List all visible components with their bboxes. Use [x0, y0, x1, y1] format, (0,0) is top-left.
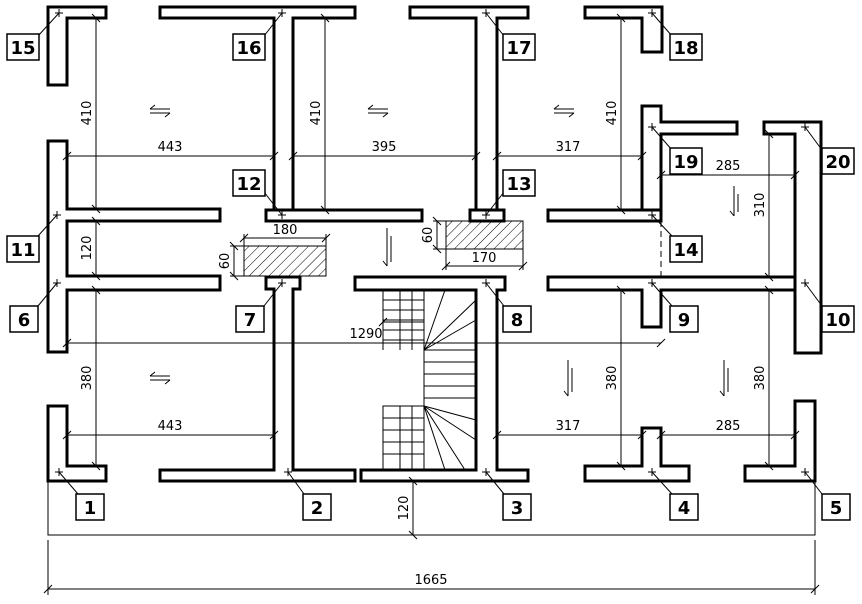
dimension-value: 1290 [349, 327, 382, 342]
dimension-value: 310 [753, 193, 768, 218]
span-direction-arrow-icon [719, 360, 729, 397]
span-direction-arrow-icon [553, 104, 575, 118]
axis-label: 4 [669, 493, 699, 521]
wall-segment [583, 5, 664, 54]
dimension-value: 410 [309, 101, 324, 126]
axis-label: 14 [669, 235, 703, 263]
axis-label: 9 [669, 305, 699, 333]
svg-text:3: 3 [511, 498, 524, 519]
axis-label: 10 [821, 305, 855, 333]
dimension-value: 60 [218, 253, 233, 270]
dimension-values: 443 395 317 285 410 410 410 120 180 60 6… [80, 101, 768, 588]
svg-text:16: 16 [236, 38, 261, 59]
svg-text:13: 13 [506, 174, 531, 195]
wall-segment [743, 399, 817, 483]
svg-text:15: 15 [10, 38, 35, 59]
wall-segment [546, 208, 663, 223]
wall-segment [353, 275, 530, 483]
axis-label: 12 [232, 169, 266, 197]
dimension-value: 380 [80, 366, 95, 391]
svg-text:17: 17 [506, 38, 531, 59]
dimension-value: 285 [716, 419, 741, 434]
svg-text:2: 2 [311, 498, 324, 519]
span-direction-arrow-icon [149, 371, 171, 385]
dimension-value: 395 [372, 140, 397, 155]
dimension-value: 380 [605, 366, 620, 391]
wall-segment [46, 139, 222, 354]
dimension-value: 120 [80, 236, 95, 261]
svg-text:1: 1 [84, 498, 97, 519]
wall-segment [762, 120, 823, 355]
axis-label: 1 [75, 493, 105, 521]
wall-segment [264, 208, 424, 223]
svg-text:4: 4 [678, 498, 691, 519]
axis-label: 15 [6, 33, 40, 61]
svg-text:11: 11 [10, 240, 35, 261]
dimension-value: 410 [605, 101, 620, 126]
dimension-value: 1665 [414, 573, 447, 588]
svg-text:8: 8 [511, 310, 524, 331]
svg-text:19: 19 [673, 152, 698, 173]
wall-segment [546, 275, 797, 329]
svg-text:18: 18 [673, 38, 698, 59]
axis-cross-marks [37, 9, 823, 495]
wall-segment [46, 5, 108, 87]
svg-text:20: 20 [825, 152, 850, 173]
svg-text:5: 5 [830, 498, 843, 519]
axis-label: 11 [6, 235, 40, 263]
dimension-value: 170 [472, 251, 497, 266]
stair-icon [382, 289, 477, 471]
span-direction-arrow-icon [729, 186, 739, 217]
wall-segment [583, 426, 691, 483]
dimension-value: 410 [80, 101, 95, 126]
axis-label: 3 [502, 493, 532, 521]
svg-text:6: 6 [18, 310, 31, 331]
axis-labels: 1 2 3 4 5 6 7 8 9 10 11 12 13 14 15 16 1… [6, 33, 855, 521]
svg-text:14: 14 [673, 240, 698, 261]
axis-label: 6 [9, 305, 39, 333]
span-direction-arrow-icon [149, 104, 171, 118]
axis-label: 19 [669, 147, 703, 175]
hatched-lintel-icon [243, 245, 327, 277]
dimension-value: 317 [556, 419, 581, 434]
axis-label: 2 [302, 493, 332, 521]
axis-label: 18 [669, 33, 703, 61]
axis-label: 5 [821, 493, 851, 521]
svg-text:12: 12 [236, 174, 261, 195]
dimension-value: 120 [397, 496, 412, 521]
svg-text:9: 9 [678, 310, 691, 331]
axis-label: 13 [502, 169, 536, 197]
span-direction-arrow-icon [382, 228, 392, 267]
axis-label: 16 [232, 33, 266, 61]
dimension-value: 317 [556, 140, 581, 155]
walls [46, 5, 823, 483]
axis-label: 17 [502, 33, 536, 61]
wall-segment [158, 275, 357, 483]
span-direction-arrow-icon [563, 360, 573, 397]
axis-label: 20 [821, 147, 855, 175]
dimension-value: 60 [421, 227, 436, 244]
wall-segment [46, 404, 108, 483]
axis-label: 8 [502, 305, 532, 333]
axis-label: 7 [235, 305, 265, 333]
span-direction-arrow-icon [367, 104, 389, 118]
dimension-value: 443 [158, 140, 183, 155]
svg-text:7: 7 [244, 310, 257, 331]
hatched-lintel-icon [445, 220, 524, 250]
dimension-lines [43, 13, 820, 595]
dimension-value: 285 [716, 159, 741, 174]
dimension-value: 180 [273, 223, 298, 238]
wall-segment [640, 104, 739, 212]
span-direction-arrows [149, 104, 739, 397]
dimension-value: 380 [753, 366, 768, 391]
dimension-value: 443 [158, 419, 183, 434]
svg-text:10: 10 [825, 310, 850, 331]
